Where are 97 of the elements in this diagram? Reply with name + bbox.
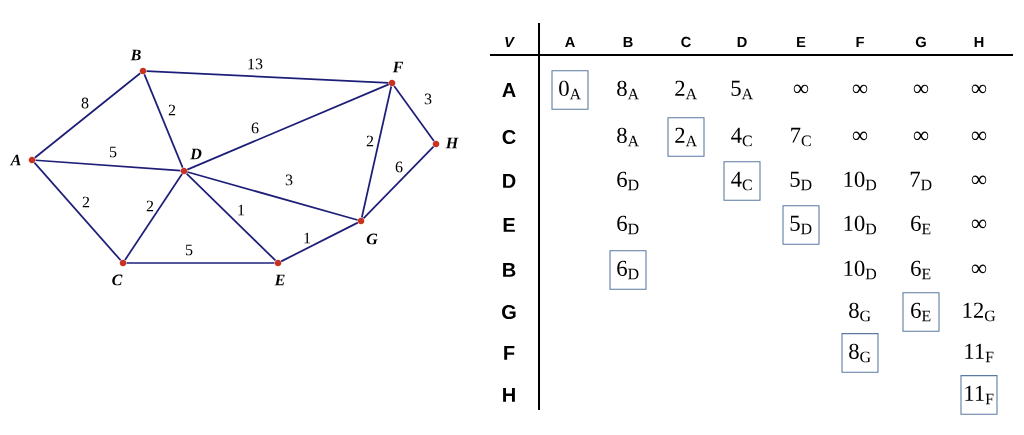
vertex: G	[357, 217, 378, 245]
edge-weight: 5	[107, 145, 119, 159]
edge-weight: 2	[364, 134, 376, 148]
row-header: G	[502, 304, 516, 320]
highlighted-cell: 8$_{G}$	[841, 333, 879, 373]
table-cell: 10$_{D}$	[844, 215, 877, 235]
table-cell: ∞	[971, 175, 987, 185]
node-label: B	[130, 49, 141, 61]
edge-weight: 1	[301, 231, 313, 245]
node-label: F	[392, 61, 404, 73]
table-cell: 7$_{D}$	[910, 171, 932, 191]
table-cell: 8$_{G}$	[849, 302, 871, 322]
graph-edge	[34, 159, 182, 172]
table-cell: 10$_{D}$	[844, 171, 877, 191]
table-cell: ∞	[971, 219, 987, 229]
edge-weight: 6	[249, 121, 261, 135]
table-cell: ∞	[852, 131, 868, 141]
vertex: B	[130, 49, 147, 75]
row-header: C	[502, 129, 516, 145]
graph-edge	[185, 172, 277, 262]
edge-weight: 2	[166, 103, 178, 117]
table-cell: 7$_{C}$	[791, 127, 811, 147]
node-label: G	[366, 233, 378, 245]
node-label: C	[112, 274, 123, 286]
vertex: C	[112, 259, 127, 286]
node-label: A	[9, 154, 21, 166]
table-cell: 5$_{D}$	[790, 171, 812, 191]
row-header: E	[503, 218, 515, 232]
row-header: B	[503, 263, 516, 277]
column-header: V	[505, 36, 515, 48]
graph-edge	[280, 221, 359, 263]
table-cell: 4$_{C}$	[731, 127, 752, 147]
table-cell: 2$_{A}$	[675, 80, 697, 100]
graph-edge	[145, 70, 390, 84]
node-label: H	[445, 137, 459, 149]
edge-weight: 8	[79, 96, 91, 110]
vertex: F	[388, 61, 404, 87]
highlighted-cell: 2$_{A}$	[667, 117, 705, 157]
node-label: E	[274, 274, 285, 286]
table-cell: ∞	[971, 264, 987, 274]
column-header: H	[974, 36, 984, 48]
highlighted-cell: 4$_{C}$	[723, 161, 761, 201]
highlighted-cell: 5$_{D}$	[782, 205, 820, 245]
column-header: C	[681, 36, 691, 48]
table-cell: 6$_{D}$	[617, 171, 639, 191]
edge-weight: 6	[393, 160, 405, 174]
column-header: F	[856, 36, 864, 48]
row-header: H	[503, 388, 515, 402]
graph-edge	[125, 262, 276, 264]
table-cell: ∞	[852, 84, 868, 94]
vertex: D	[180, 148, 202, 175]
row-header: A	[502, 83, 516, 97]
highlighted-cell: 6$_{D}$	[609, 250, 647, 290]
edge-weight: 1	[235, 203, 247, 217]
table-cell: ∞	[793, 84, 809, 94]
column-header: E	[797, 36, 806, 48]
edge-weight: 2	[144, 199, 156, 213]
graph-edge	[33, 161, 122, 262]
vertex: H	[432, 137, 459, 149]
table-cell: 11$_{F}$	[965, 343, 994, 363]
graph-edge	[124, 173, 183, 261]
edge-weight: 3	[422, 92, 434, 106]
column-header: G	[915, 36, 926, 48]
table-cell: 10$_{D}$	[844, 260, 877, 280]
row-header: D	[503, 174, 516, 188]
table-cell: 6$_{E}$	[911, 215, 931, 235]
table-cell: 12$_{G}$	[963, 302, 996, 322]
table-cell: 8$_{A}$	[617, 127, 639, 147]
edge-weight: 3	[283, 173, 295, 187]
table-cell: ∞	[913, 131, 929, 141]
graph-edge	[360, 85, 393, 219]
table-cell: 6$_{D}$	[617, 215, 639, 235]
highlighted-cell: 6$_{E}$	[902, 292, 940, 332]
edge-weight: 13	[245, 57, 265, 71]
table-cell: 8$_{A}$	[617, 80, 639, 100]
column-header: A	[565, 36, 575, 48]
column-header: B	[623, 36, 633, 48]
graph-edge	[33, 72, 142, 159]
graph-edge	[362, 145, 435, 220]
vertex: E	[274, 259, 285, 286]
edge-weight: 2	[80, 195, 92, 209]
highlighted-cell: 0$_{A}$	[551, 70, 589, 110]
table-cell: ∞	[971, 131, 987, 141]
column-header: D	[737, 36, 747, 48]
row-header: F	[504, 346, 515, 360]
table-cell: ∞	[913, 84, 929, 94]
node-label: D	[190, 148, 202, 160]
graph-edge	[143, 73, 184, 169]
highlighted-cell: 11$_{F}$	[960, 375, 998, 415]
vertex: A	[9, 154, 36, 166]
graph-edge	[393, 85, 435, 142]
table-cell: 5$_{A}$	[731, 80, 753, 100]
graph-edge	[186, 171, 359, 221]
graph-edge	[186, 83, 390, 171]
edge-weight: 5	[183, 243, 195, 257]
table-cell: 6$_{E}$	[911, 260, 931, 280]
table-cell: ∞	[971, 84, 987, 94]
